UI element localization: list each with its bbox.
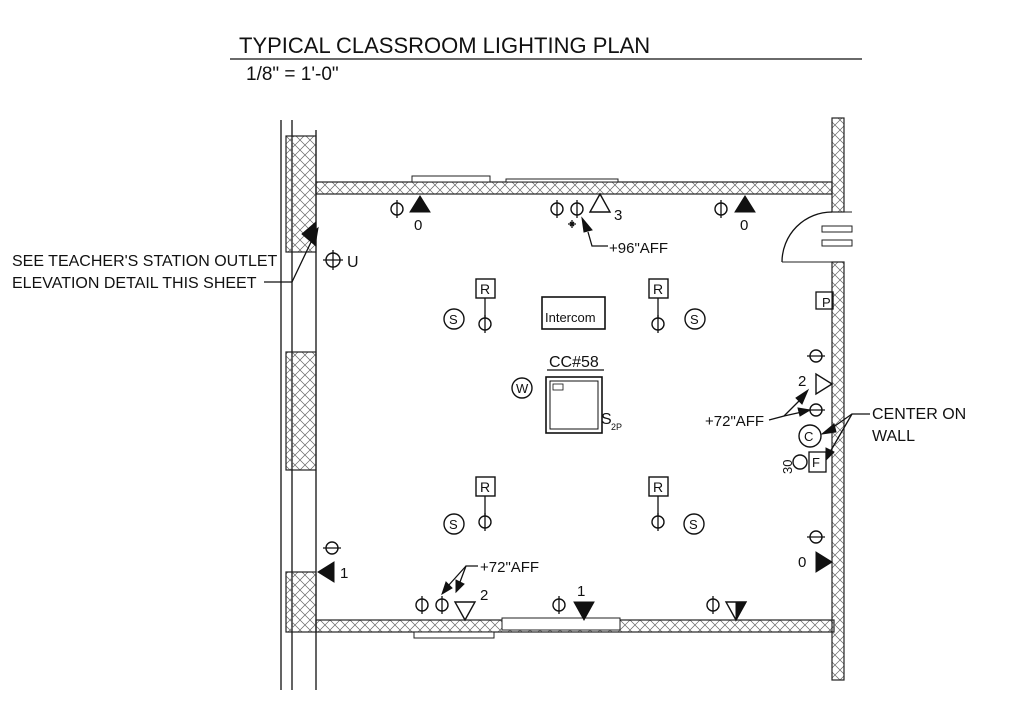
s-label-lower-left: S	[449, 517, 458, 532]
right-data-outlet	[815, 372, 834, 396]
cc-label: CC#58	[549, 354, 599, 371]
aff96-leader	[587, 231, 608, 247]
center-on-wall-line1: CENTER ON	[872, 406, 966, 423]
ceiling-speaker-icon	[545, 376, 603, 434]
switch-s-sub: 2P	[611, 422, 622, 432]
bottom-left-device	[415, 596, 477, 622]
bottom-right-device	[706, 596, 748, 622]
s-sensor-upper-right	[684, 308, 706, 330]
r-label-upper-right: R	[653, 281, 663, 297]
r-device-lower-left	[475, 476, 496, 531]
left-speaker-icon	[317, 561, 335, 583]
top-mid-device	[550, 192, 612, 228]
w-label: W	[516, 381, 529, 396]
s-sensor-upper-left	[443, 308, 465, 330]
outlet-u-label: U	[347, 254, 359, 271]
count-right-lower: 0	[798, 554, 806, 571]
r-label-lower-left: R	[480, 479, 490, 495]
plan-scale: 1/8" = 1'-0"	[246, 64, 339, 85]
intercom-box	[541, 296, 606, 330]
teacher-station-note-line2: ELEVATION DETAIL THIS SHEET	[12, 275, 257, 292]
right-outlet-upper	[807, 349, 825, 363]
count-top-left: 0	[414, 217, 422, 234]
w-sensor-icon	[511, 377, 533, 399]
s-sensor-lower-right	[683, 513, 705, 535]
c-label: C	[804, 429, 813, 444]
speaker-icon	[301, 220, 317, 248]
left-outlet-lower	[323, 541, 341, 555]
aff72-right-note: +72"AFF	[705, 413, 764, 430]
top-right-device	[714, 195, 756, 218]
s-label-lower-right: S	[689, 517, 698, 532]
clock-c-icon	[798, 424, 822, 448]
plan-title: TYPICAL CLASSROOM LIGHTING PLAN	[239, 33, 650, 58]
walls	[280, 117, 853, 690]
p-box	[815, 291, 834, 310]
s-sensor-lower-left	[443, 513, 465, 535]
r-device-upper-left	[475, 278, 496, 333]
f-label: F	[812, 455, 820, 470]
count-top-mid: 3	[614, 207, 622, 224]
fire-alarm-f-icon	[792, 451, 827, 473]
aff72-bottom-note: +72"AFF	[480, 559, 539, 576]
switch-s-label: S	[601, 411, 612, 428]
bottom-mid-device	[552, 596, 595, 622]
center-on-wall-line2: WALL	[872, 428, 915, 445]
n30-label: 30	[780, 460, 795, 474]
outlet-u-icon	[323, 250, 343, 270]
teacher-station-leader	[264, 239, 313, 283]
count-right-mid: 2	[798, 373, 806, 390]
aff96-note: +96"AFF	[609, 240, 668, 257]
count-left-lower: 1	[340, 565, 348, 582]
teacher-station-note-line1: SEE TEACHER'S STATION OUTLET	[12, 253, 278, 270]
r-label-lower-right: R	[653, 479, 663, 495]
right-speaker-icon	[815, 551, 833, 573]
r-device-lower-right	[648, 476, 669, 531]
top-left-device	[390, 195, 431, 218]
p-label: P	[822, 295, 831, 310]
count-bottom-left: 2	[480, 587, 488, 604]
count-top-right: 0	[740, 217, 748, 234]
count-bottom-mid: 1	[577, 583, 585, 600]
right-outlet-bottom	[807, 530, 825, 544]
r-label-upper-left: R	[480, 281, 490, 297]
r-device-upper-right	[648, 278, 669, 333]
s-label-upper-right: S	[690, 312, 699, 327]
intercom-label: Intercom	[545, 310, 596, 325]
s-label-upper-left: S	[449, 312, 458, 327]
